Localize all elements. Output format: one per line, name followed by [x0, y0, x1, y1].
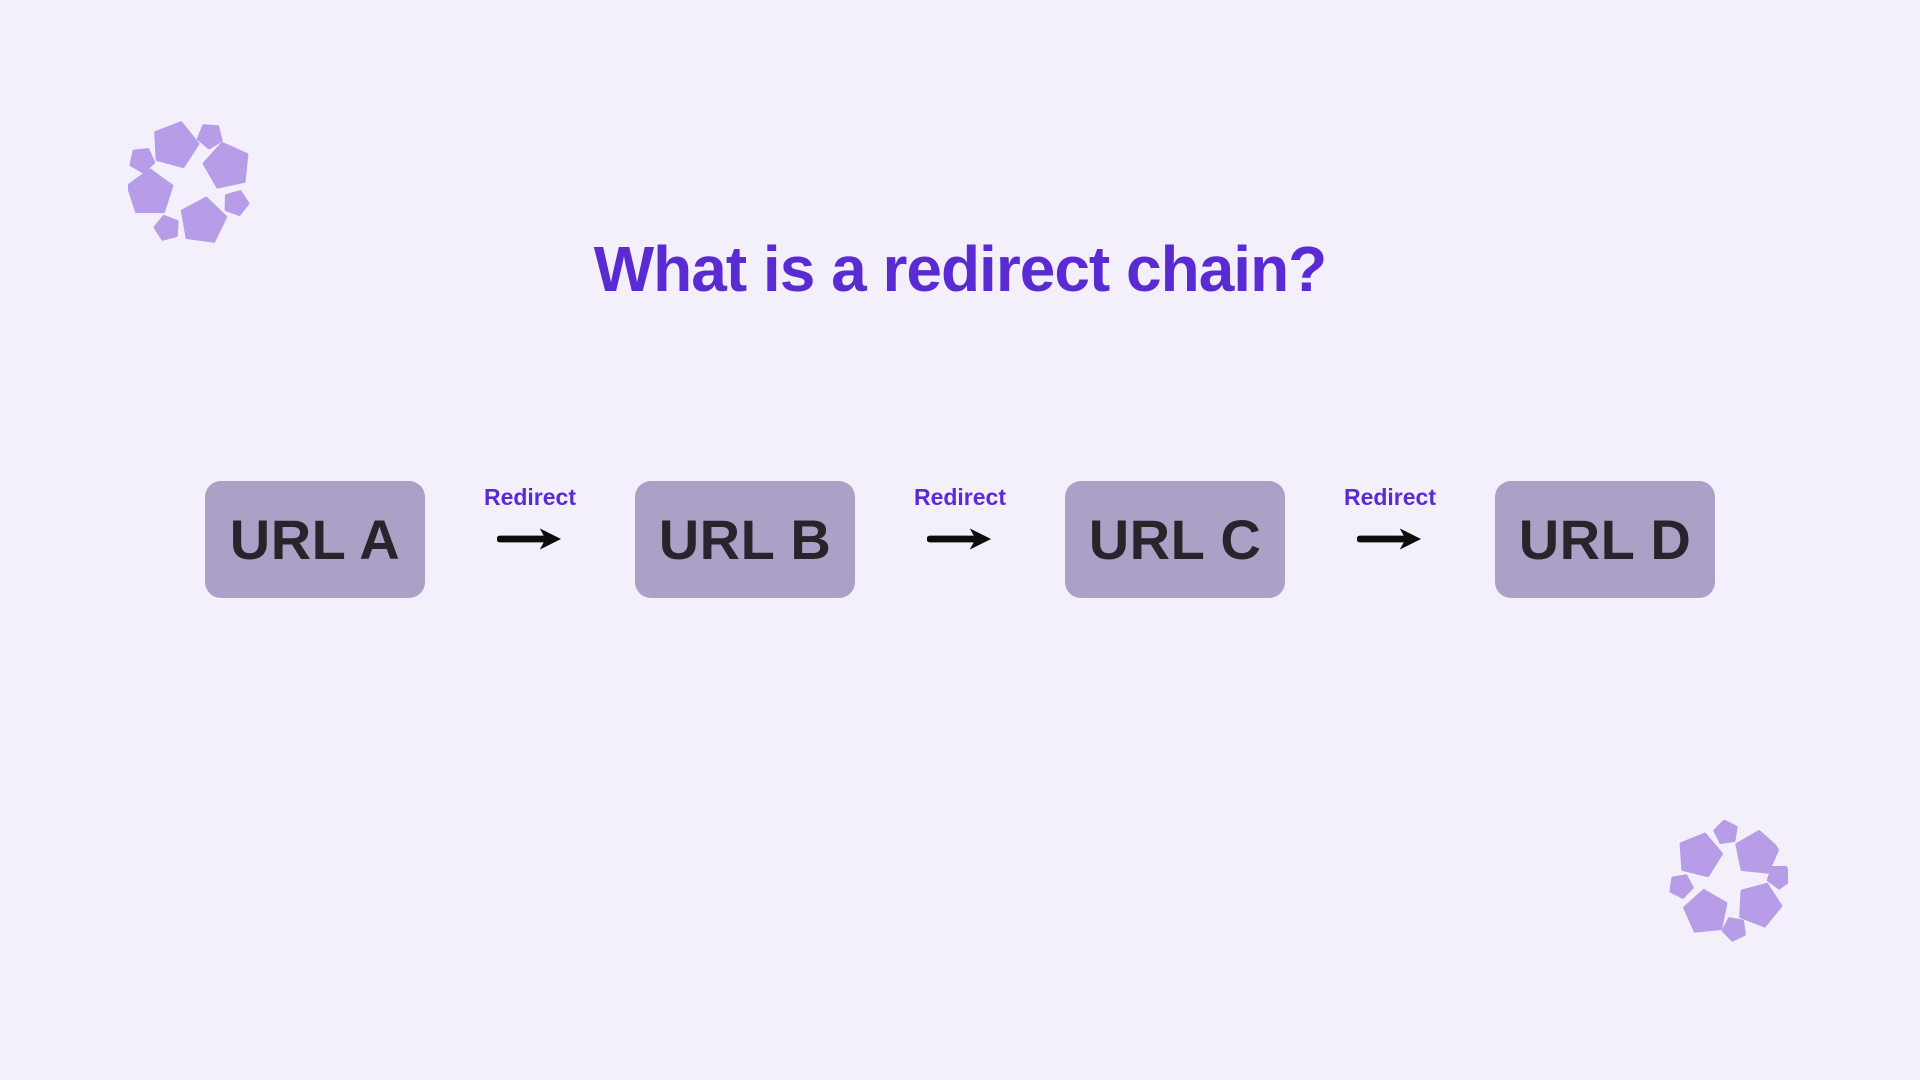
arrow-right-icon [1357, 526, 1423, 552]
arrow-right-icon [927, 526, 993, 552]
url-node-c: URL C [1065, 481, 1285, 598]
redirect-connector-2: Redirect [855, 481, 1065, 598]
redirect-label: Redirect [913, 484, 1007, 510]
redirect-label: Redirect [483, 484, 577, 510]
url-node-a: URL A [205, 481, 425, 598]
url-node-b: URL B [635, 481, 855, 598]
arrow-right-icon [497, 526, 563, 552]
url-node-b-label: URL B [658, 508, 832, 571]
redirect-chain-diagram: URL A Redirect URL B Redirect URL C Redi… [205, 481, 1715, 598]
redirect-connector-1: Redirect [425, 481, 635, 598]
url-node-d: URL D [1495, 481, 1715, 598]
redirect-connector-3: Redirect [1285, 481, 1495, 598]
page-title: What is a redirect chain? [593, 233, 1328, 305]
pentagon-cluster-logo [128, 118, 258, 248]
url-node-d-label: URL D [1518, 508, 1692, 571]
pentagon-cluster-logo [1664, 820, 1788, 944]
redirect-label: Redirect [1343, 484, 1437, 510]
url-node-a-label: URL A [229, 508, 401, 571]
url-node-c-label: URL C [1088, 508, 1262, 571]
